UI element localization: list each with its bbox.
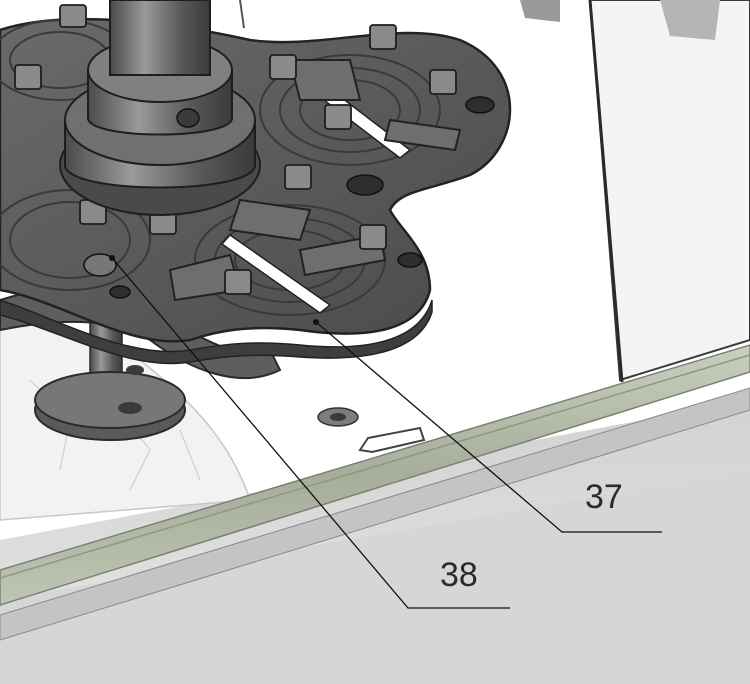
callout-label-37: 37 bbox=[585, 478, 623, 516]
rail-line bbox=[0, 354, 750, 579]
set-screw bbox=[176, 108, 200, 128]
foot-base-top bbox=[34, 371, 186, 429]
panel-edge bbox=[588, 0, 624, 383]
upper-bracket-right bbox=[660, 0, 720, 40]
plate-edge bbox=[0, 299, 433, 365]
floor-hole-inner bbox=[330, 413, 346, 421]
callout-label-38: 38 bbox=[440, 556, 478, 594]
upper-bracket bbox=[520, 0, 560, 22]
hex-bolts bbox=[14, 4, 457, 295]
plate-holes bbox=[83, 96, 495, 299]
panel-edge-left bbox=[239, 0, 245, 29]
floor-foreground bbox=[0, 470, 750, 684]
main-shaft bbox=[109, 0, 211, 76]
slot-lower bbox=[220, 234, 332, 314]
rail-lower-edge bbox=[0, 387, 750, 641]
leader-dot-38 bbox=[109, 255, 115, 261]
leader-line-38 bbox=[111, 257, 510, 609]
leader-lines bbox=[111, 257, 662, 609]
leader-line-37 bbox=[315, 321, 662, 533]
foot-bolt-2 bbox=[126, 365, 144, 375]
foot-bolt bbox=[118, 402, 142, 414]
leader-dot-37 bbox=[313, 319, 319, 325]
rail-clip bbox=[358, 426, 426, 454]
